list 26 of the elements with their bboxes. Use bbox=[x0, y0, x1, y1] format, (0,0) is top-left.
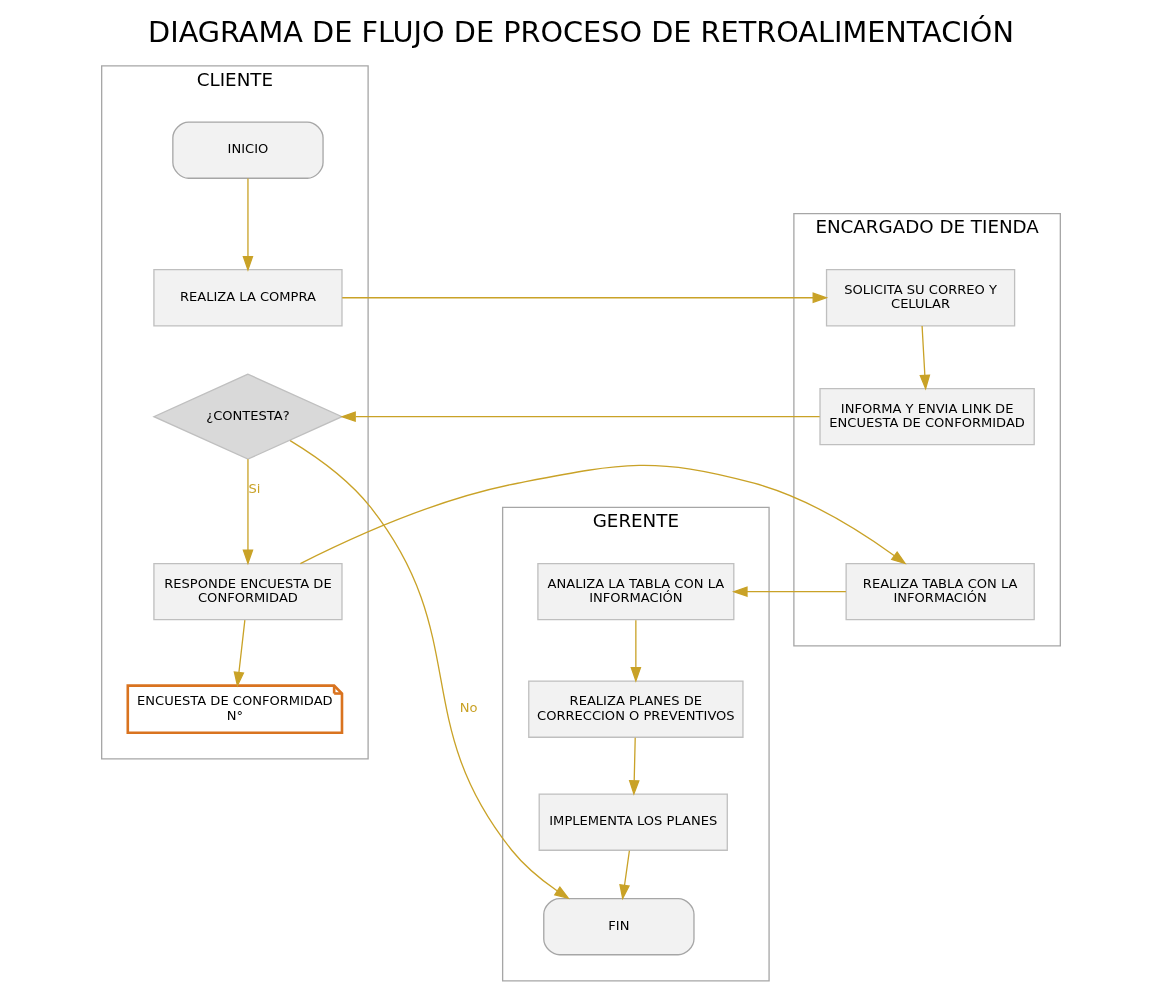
arrow bbox=[341, 292, 828, 304]
arrow bbox=[339, 411, 820, 423]
node-box: REALIZA PLANES DE CORRECCION O PREVENTIVOS bbox=[527, 680, 744, 738]
node-box: INFORMA Y ENVIA LINK DE ENCUESTA DE CONFORMIDAD bbox=[818, 387, 1035, 446]
arrow bbox=[241, 458, 253, 566]
arrow bbox=[731, 586, 847, 598]
node-box: ANALIZA LA TABLA CON LA INFORMACIÓN bbox=[536, 562, 734, 621]
edge-label: No bbox=[459, 700, 478, 716]
node-box: REALIZA TABLA CON LA INFORMACIÓN bbox=[844, 562, 1035, 621]
node-box: INICIO bbox=[171, 121, 324, 179]
node-box: RESPONDE ENCUESTA DE CONFORMIDAD bbox=[152, 562, 343, 621]
arrow bbox=[289, 439, 570, 900]
arrow bbox=[233, 619, 245, 688]
node-box: IMPLEMENTA LOS PLANES bbox=[538, 793, 728, 851]
node-box: FIN bbox=[542, 897, 695, 956]
arrow bbox=[299, 464, 907, 565]
edge-label: Si bbox=[248, 481, 260, 497]
node-box: REALIZA LA COMPRA bbox=[152, 269, 343, 327]
arrow bbox=[629, 619, 641, 683]
arrow bbox=[241, 177, 253, 272]
node-diamond: ¿CONTESTA? bbox=[151, 373, 344, 460]
diagram-title: DIAGRAMA DE FLUJO DE PROCESO DE RETROALIMENTACIÓN bbox=[147, 14, 1014, 49]
arrow bbox=[618, 850, 630, 901]
node-box: SOLICITA SU CORREO Y CELULAR bbox=[825, 269, 1015, 327]
arrow bbox=[628, 737, 640, 796]
arrow bbox=[918, 325, 930, 391]
